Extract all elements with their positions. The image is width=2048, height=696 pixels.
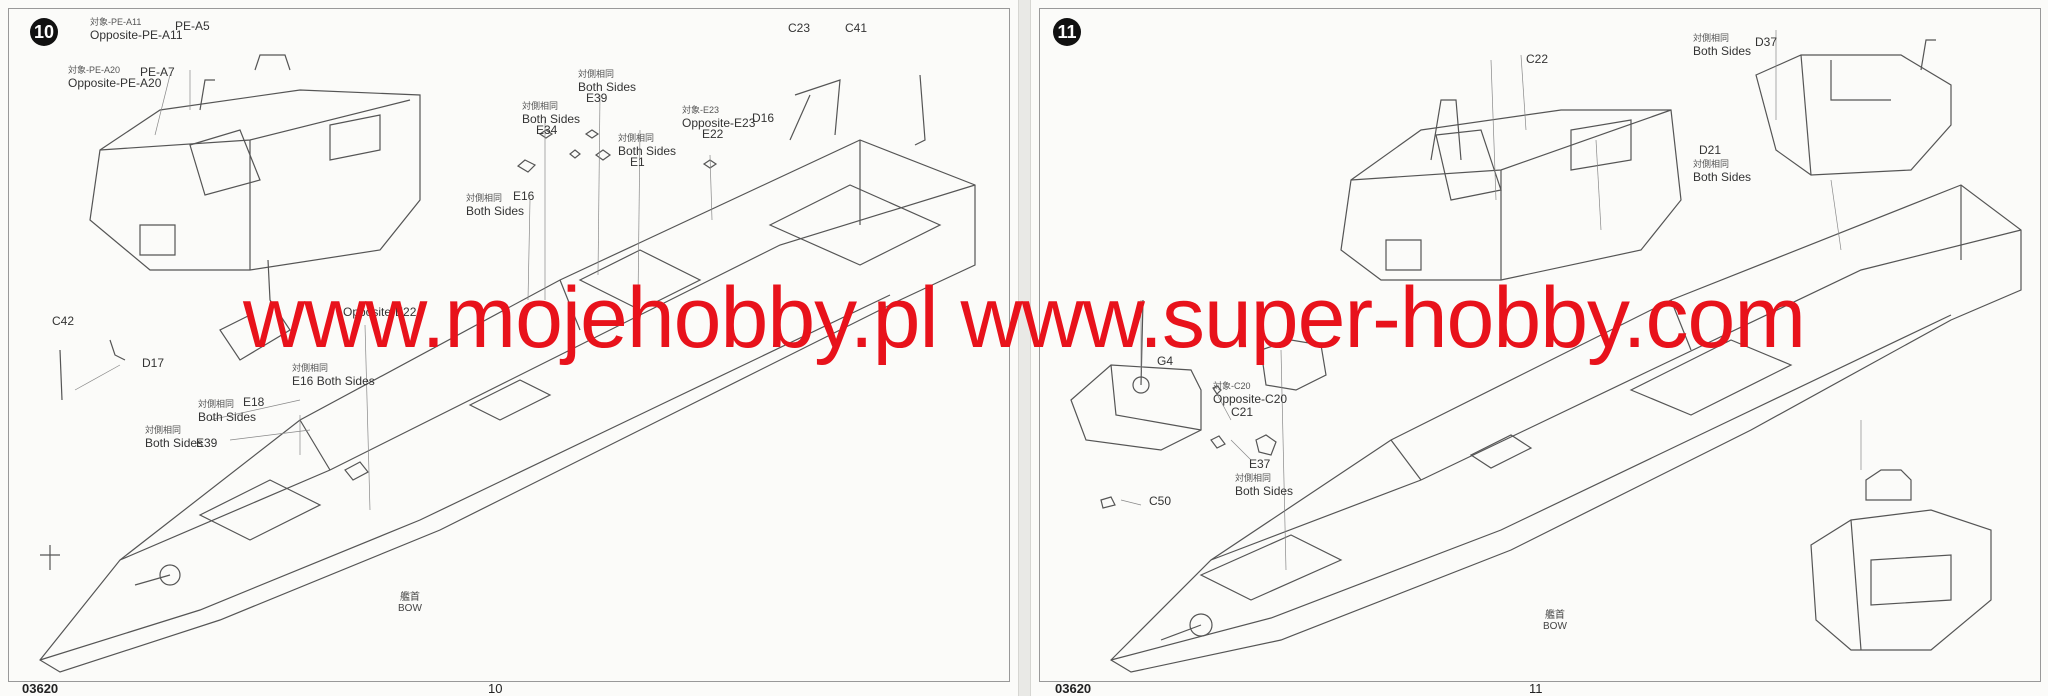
part-label-e34: E34: [536, 123, 558, 137]
ship-assembly-drawing-step-10: [39, 54, 976, 673]
part-label-c22: C22: [1526, 52, 1549, 66]
part-label-e18: E18: [243, 395, 265, 409]
step-number-badge: 10: [30, 18, 58, 46]
instruction-page-right: 11: [1030, 0, 2048, 696]
ship-assembly-drawing-step-11: [1070, 30, 2022, 673]
catalog-number: 03620: [22, 681, 59, 696]
part-label-g4: G4: [1157, 354, 1174, 368]
part-label-pe-a7: PE-A7: [140, 65, 175, 79]
part-label-d37: D37: [1755, 35, 1778, 49]
part-label-e39-top: E39: [586, 91, 608, 105]
part-label-e16-mid: E16: [513, 189, 535, 203]
part-label-c42: C42: [52, 314, 75, 328]
part-label-d21: D21: [1699, 143, 1722, 157]
part-label-d17: D17: [142, 356, 165, 370]
part-label-pe-a5: PE-A5: [175, 19, 210, 33]
step-number-badge: 11: [1053, 18, 1081, 46]
catalog-number: 03620: [1055, 681, 1092, 696]
part-label-c23: C23: [788, 21, 811, 35]
page-number: 10: [488, 681, 503, 696]
instruction-page-left: 10: [0, 0, 1019, 696]
store-watermark: www.mojehobby.pl www.super-hobby.com: [242, 270, 1806, 366]
part-label-e39-bottom: E39: [196, 436, 218, 450]
callout-e22-opposite: Opposite-E22: [343, 305, 417, 319]
part-label-c21: C21: [1231, 405, 1254, 419]
part-label-c41: C41: [845, 21, 868, 35]
page-frame: [8, 8, 1010, 682]
part-label-d16: D16: [752, 111, 775, 125]
part-label-e37: E37: [1249, 457, 1271, 471]
part-label-e1: E1: [630, 155, 645, 169]
part-label-e22: E22: [702, 127, 724, 141]
page-frame: [1039, 8, 2041, 682]
page-number: 11: [1529, 681, 1543, 696]
part-label-c50: C50: [1149, 494, 1172, 508]
